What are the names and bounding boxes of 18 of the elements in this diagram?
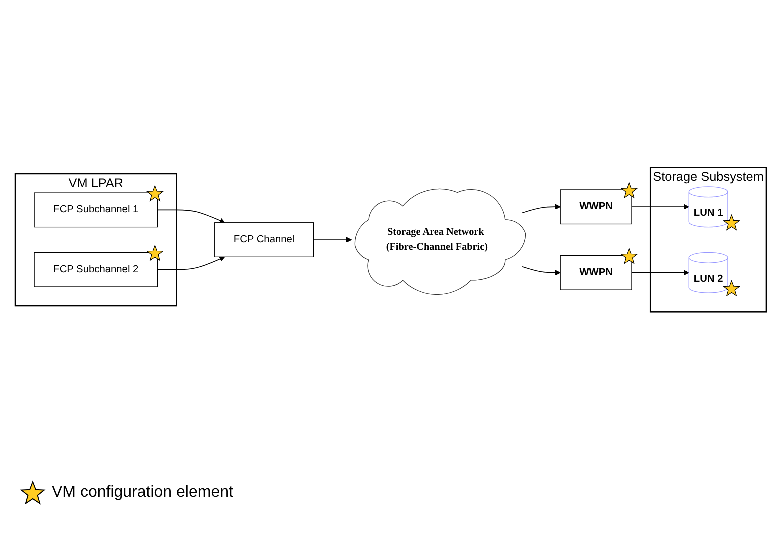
arrow bbox=[157, 256, 226, 270]
arrow bbox=[632, 204, 690, 210]
arrow bbox=[522, 266, 561, 276]
disk-cylinder: LUN 1 bbox=[688, 186, 728, 228]
arrow bbox=[313, 237, 352, 243]
disk-cylinder: LUN 2 bbox=[688, 252, 728, 294]
port-box: WWPN bbox=[560, 190, 632, 225]
arrow bbox=[632, 270, 690, 276]
subchannel-box: FCP Subchannel 2 bbox=[34, 252, 158, 288]
arrow bbox=[157, 210, 226, 224]
legend-text: VM configuration element bbox=[52, 484, 234, 502]
port-box: WWPN bbox=[560, 255, 632, 290]
subchannel-box: FCP Subchannel 1 bbox=[34, 192, 158, 228]
channel-box: FCP Channel bbox=[214, 222, 314, 258]
group-title: Storage Subsystem bbox=[653, 170, 764, 184]
group-title: VM LPAR bbox=[68, 176, 124, 190]
arrow bbox=[522, 204, 561, 214]
network-cloud: Storage Area Network (Fibre-Channel Fabric) bbox=[354, 188, 526, 296]
